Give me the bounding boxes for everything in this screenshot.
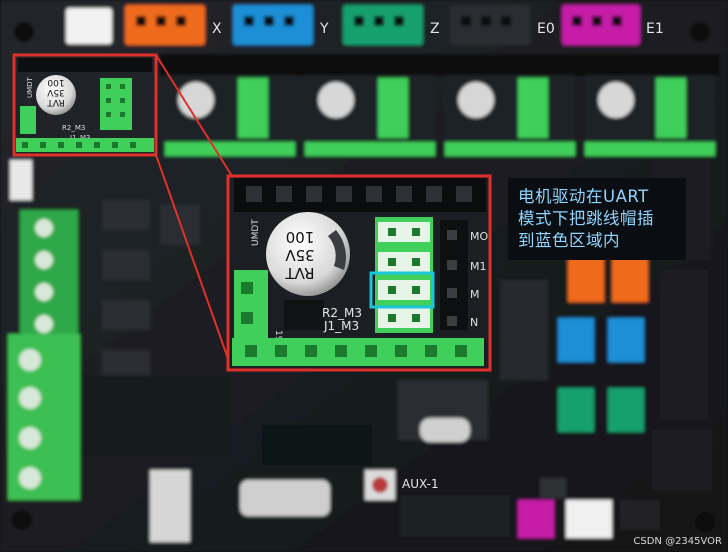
capacitor xyxy=(266,212,350,296)
zoom-line-bottom xyxy=(155,154,233,371)
small-cap-line3: 100 xyxy=(47,77,64,87)
zoom-label-r2: R2_M3 xyxy=(322,306,362,320)
small-rot-label: UMDT xyxy=(26,76,34,98)
small-driver-highlight: RVT 35V 100 UMDT R2_M3 J1_M3 xyxy=(12,53,158,157)
silk-aux: AUX-1 xyxy=(402,477,439,491)
pin-label-m: M xyxy=(470,288,480,301)
silk-labels: X Y Z E0 E1 AUX-1 xyxy=(212,21,664,491)
silk-e1: E1 xyxy=(646,21,664,37)
pin-label-mo: MO xyxy=(470,230,488,243)
uart-jumper-highlight xyxy=(369,271,435,309)
small-highlight-frame xyxy=(12,53,158,157)
zoom-frame xyxy=(226,174,492,372)
caption-line-1: 电机驱动在UART xyxy=(518,187,649,206)
small-cap-line2: 35V xyxy=(46,87,64,97)
caption-line-3: 到蓝色区域内 xyxy=(518,231,620,250)
watermark: CSDN @2345VOR xyxy=(633,536,722,547)
zoom-cap-line2: 35V xyxy=(285,246,315,264)
silk-y: Y xyxy=(319,21,329,37)
zoom-label-j1: J1_M3 xyxy=(323,319,359,333)
zoom-label-19: 19 xyxy=(273,330,283,342)
silk-z: Z xyxy=(430,21,440,37)
silk-x: X xyxy=(212,21,222,37)
zoom-driver-panel: UMDT RVT 35V 100 19 R2_M3 J1_M3 xyxy=(226,174,492,372)
zoom-cap-line1: RVT xyxy=(285,264,315,282)
zoom-rot-label: UMDT xyxy=(251,219,261,246)
zoom-line-top xyxy=(155,54,233,177)
caption-line-2: 模式下把跳线帽插 xyxy=(518,209,654,228)
zoom-cap-line3: 100 xyxy=(286,228,315,246)
pin-label-n: N xyxy=(470,316,478,329)
small-cap-line1: RVT xyxy=(47,97,65,107)
pin-label-m1: M1 xyxy=(470,260,487,273)
small-label-r2: R2_M3 xyxy=(62,124,85,132)
annotation-caption: 电机驱动在UART 模式下把跳线帽插 到蓝色区域内 xyxy=(508,178,686,260)
silk-e0: E0 xyxy=(537,21,555,37)
